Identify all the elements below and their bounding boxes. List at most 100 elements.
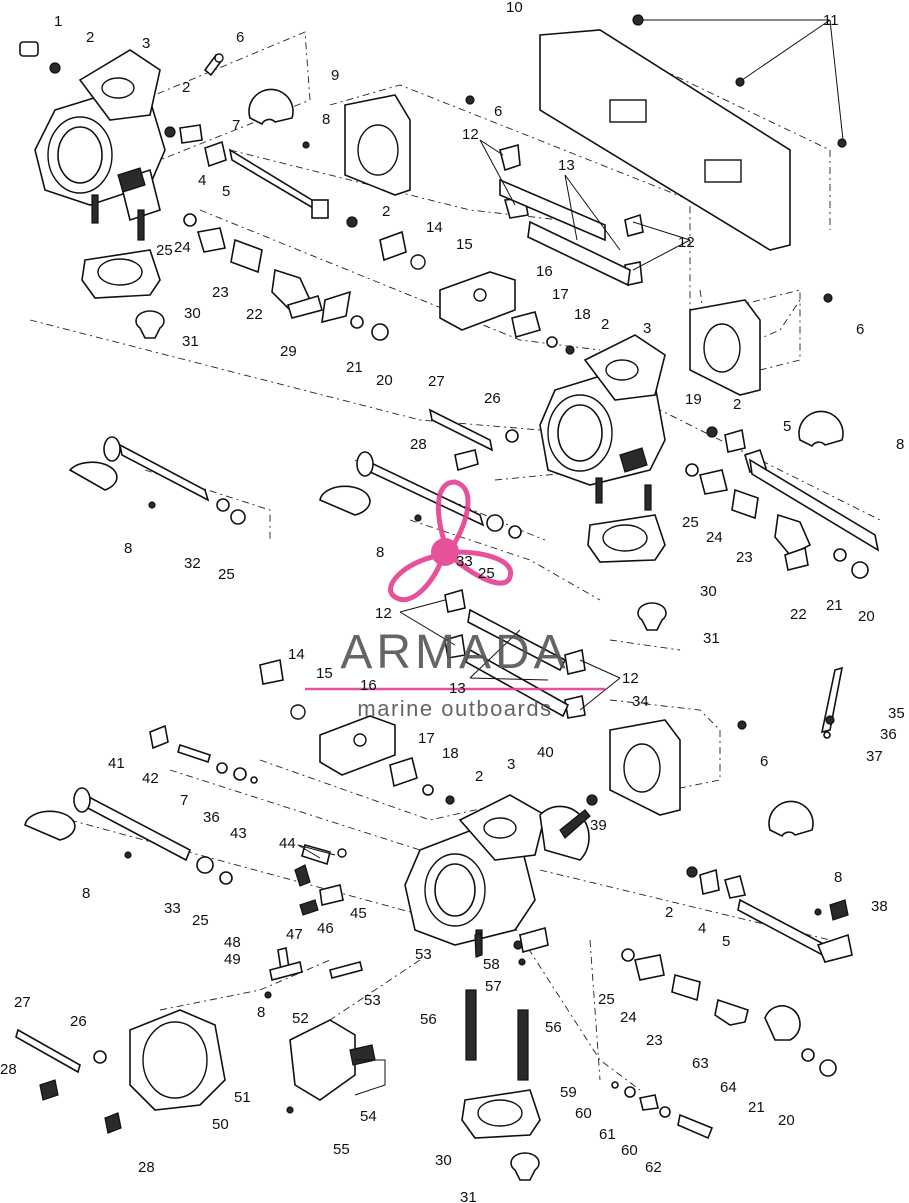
callout-label: 17 <box>552 286 569 303</box>
callout-label: 58 <box>483 956 500 973</box>
callout-label: 25 <box>218 566 235 583</box>
callout-label: 61 <box>599 1126 616 1143</box>
callout-label: 3 <box>142 35 150 52</box>
callout-label: 12 <box>375 605 392 622</box>
callout-label: 25 <box>478 565 495 582</box>
carburetor-1 <box>34 49 166 241</box>
callout-label: 23 <box>736 549 753 566</box>
callout-label: 28 <box>0 1061 17 1078</box>
callout-label: 20 <box>376 372 393 389</box>
callout-label: 14 <box>426 219 443 236</box>
armada-watermark: ARMADA marine outboards <box>305 479 605 721</box>
parts-bottom-right <box>461 800 853 1181</box>
parts-top-center <box>344 14 847 396</box>
callout-label: 6 <box>494 103 502 120</box>
callout-label: 24 <box>620 1009 637 1026</box>
callout-label: 49 <box>224 951 241 968</box>
callout-label: 5 <box>222 183 230 200</box>
callout-label: 12 <box>622 670 639 687</box>
parts-top-left <box>19 41 426 341</box>
callout-label: 13 <box>449 680 466 697</box>
callout-label: 51 <box>234 1089 251 1106</box>
watermark-tagline: marine outboards <box>357 696 552 721</box>
callout-label: 31 <box>703 630 720 647</box>
callout-label: 8 <box>834 869 842 886</box>
callout-label: 30 <box>435 1152 452 1169</box>
callout-label: 5 <box>722 933 730 950</box>
callout-label: 8 <box>376 544 384 561</box>
callout-label: 25 <box>156 242 173 259</box>
callout-label: 44 <box>279 835 296 852</box>
callout-label: 17 <box>418 730 435 747</box>
callout-label: 54 <box>360 1108 377 1125</box>
callout-label: 43 <box>230 825 247 842</box>
callout-label: 36 <box>203 809 220 826</box>
callout-label: 21 <box>346 359 363 376</box>
callout-label: 46 <box>317 920 334 937</box>
callout-label: 27 <box>14 994 31 1011</box>
propeller-blade <box>435 479 471 549</box>
screw-part-1 <box>19 41 39 57</box>
callout-label: 2 <box>733 396 741 413</box>
callout-label: 27 <box>428 373 445 390</box>
callout-label: 4 <box>698 920 706 937</box>
callout-label: 18 <box>574 306 591 323</box>
callout-label: 5 <box>783 418 791 435</box>
callout-label: 7 <box>232 117 240 134</box>
callout-label: 9 <box>331 67 339 84</box>
callout-label: 53 <box>364 992 381 1009</box>
callout-label: 57 <box>485 978 502 995</box>
callout-label: 25 <box>682 514 699 531</box>
callout-label: 8 <box>322 111 330 128</box>
propeller-blade <box>388 553 444 602</box>
callout-label: 30 <box>700 583 717 600</box>
callout-label: 40 <box>537 744 554 761</box>
callout-label: 26 <box>484 390 501 407</box>
callout-label: 15 <box>456 236 473 253</box>
propeller-logo <box>388 479 514 602</box>
callout-label: 36 <box>880 726 897 743</box>
callout-label: 20 <box>858 608 875 625</box>
callout-label: 48 <box>224 934 241 951</box>
callout-label: 2 <box>86 29 94 46</box>
callout-label: 2 <box>665 904 673 921</box>
callout-label: 2 <box>601 316 609 333</box>
callout-label: 18 <box>442 745 459 762</box>
callout-label: 50 <box>212 1116 229 1133</box>
callout-label: 2 <box>475 768 483 785</box>
callout-label: 55 <box>333 1141 350 1158</box>
callout-label: 8 <box>124 540 132 557</box>
callout-label: 52 <box>292 1010 309 1027</box>
callout-label: 60 <box>575 1105 592 1122</box>
callout-label: 7 <box>180 792 188 809</box>
watermark-brand: ARMADA <box>340 626 569 679</box>
callout-label: 12 <box>462 126 479 143</box>
callout-label: 53 <box>415 946 432 963</box>
callout-label: 6 <box>760 753 768 770</box>
callout-label: 32 <box>184 555 201 572</box>
callout-label: 25 <box>598 991 615 1008</box>
callout-label: 62 <box>645 1159 662 1176</box>
callout-label: 4 <box>198 172 206 189</box>
callout-label: 8 <box>257 1004 265 1021</box>
propeller-blade <box>450 549 514 586</box>
callout-label: 8 <box>896 436 904 453</box>
callout-label: 2 <box>382 203 390 220</box>
callout-label: 6 <box>856 321 864 338</box>
callout-label: 33 <box>164 900 181 917</box>
callout-label: 21 <box>826 597 843 614</box>
callout-label: 15 <box>316 665 333 682</box>
callout-label: 1 <box>54 13 62 30</box>
callout-label: 45 <box>350 905 367 922</box>
callout-label: 59 <box>560 1084 577 1101</box>
callout-label: 22 <box>790 606 807 623</box>
callout-label: 31 <box>460 1189 477 1203</box>
carburetor-2 <box>68 334 880 631</box>
callout-label: 39 <box>590 817 607 834</box>
callout-label: 11 <box>823 12 839 29</box>
callout-label: 28 <box>410 436 427 453</box>
carburetor-3 <box>404 794 598 966</box>
callout-label: 8 <box>82 885 90 902</box>
